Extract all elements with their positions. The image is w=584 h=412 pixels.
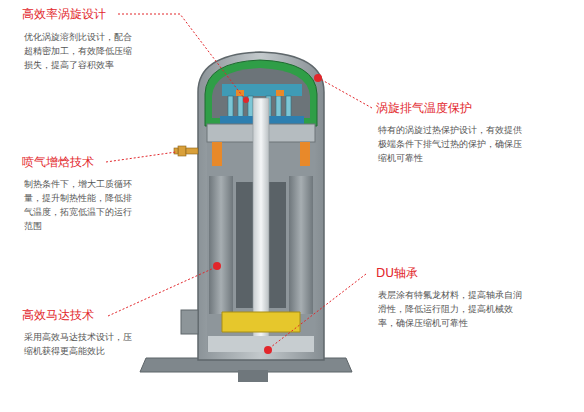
art-rect <box>228 96 233 118</box>
marker-dot <box>213 262 221 270</box>
fixed-scroll <box>222 84 302 96</box>
leader-lines <box>106 14 372 347</box>
oil-sump <box>208 336 314 352</box>
art-rect <box>174 148 178 154</box>
callout-text: 优化涡旋溶剂比设计，配合超精密加工，有效降低压缩损失，提高了容积效率 <box>24 30 136 72</box>
art-path <box>106 152 176 162</box>
art-rect <box>276 96 281 118</box>
shell <box>198 52 324 360</box>
art-rect <box>186 148 198 154</box>
orange-part <box>300 142 310 166</box>
art-path <box>118 14 244 98</box>
terminal-box <box>181 310 198 334</box>
art-path <box>322 80 372 108</box>
art-path <box>108 268 214 316</box>
callout-heading: 高效率涡旋设计 <box>22 7 106 22</box>
base-foot <box>238 370 268 382</box>
marker-dot <box>314 74 322 82</box>
lower-bearing <box>222 312 300 332</box>
callout-text: 制热条件下，增大工质循环量，提升制热性能，降低排气温度，拓宽低温下的运行范围 <box>24 177 136 233</box>
stator <box>209 176 233 314</box>
art-rect <box>178 146 186 156</box>
orange-part <box>212 142 222 166</box>
callout-heading: 涡旋排气温度保护 <box>376 101 472 116</box>
callout-heading: DU轴承 <box>376 266 418 281</box>
marker-dot <box>264 346 272 354</box>
art-rect <box>286 96 291 118</box>
callout-text: 采用高效马达技术设计，压缩机获得更高能效比 <box>24 330 136 358</box>
callout-text: 表层涂有特氟龙材料，提高轴承自润滑性，降低运行阻力，提高机械效率，确保压缩机可靠… <box>378 288 530 330</box>
stator <box>289 176 313 314</box>
marker-dot <box>243 97 249 103</box>
art-path <box>271 274 366 347</box>
shaft <box>253 98 269 348</box>
art-rect <box>238 96 243 118</box>
callout-heading: 高效马达技术 <box>22 308 94 323</box>
injection-fitting <box>174 146 198 156</box>
callout-text: 特有的涡旋过热保护设计，有效提供极端条件下排气过热的保护，确保压缩机可靠性 <box>378 123 530 165</box>
callout-heading: 喷气增焓技术 <box>22 155 94 170</box>
orange-part <box>276 90 284 96</box>
